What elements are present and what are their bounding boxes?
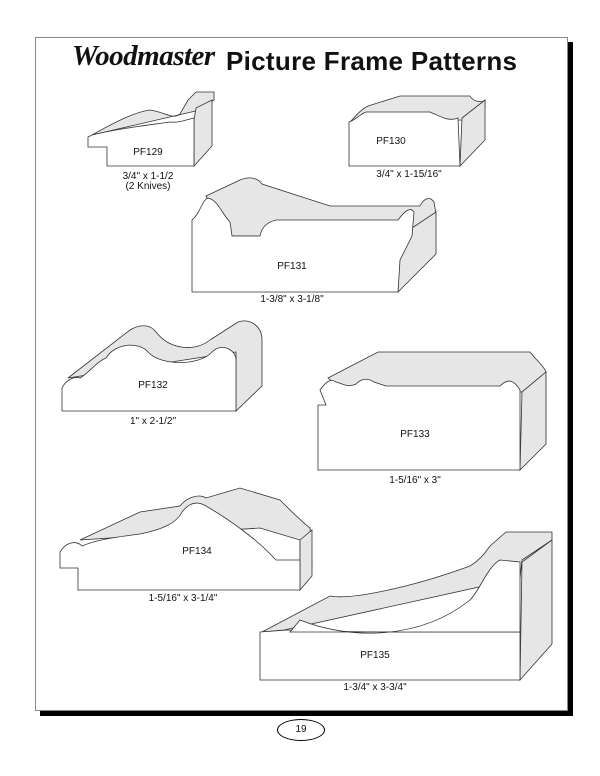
pattern-label-pf135: PF135 xyxy=(360,650,390,661)
pattern-size-pf131: 1-3/8" x 3-1/8" xyxy=(260,294,324,305)
pattern-label-pf130: PF130 xyxy=(376,136,406,147)
profile-pf129-drawing xyxy=(87,91,215,168)
profile-pf134-drawing xyxy=(59,487,313,592)
profile-pf135-drawing xyxy=(259,531,553,682)
profile-pf133-drawing xyxy=(317,351,547,471)
profile-pf130-drawing xyxy=(348,95,486,168)
pattern-size-pf129: 3/4" x 1-1/2 xyxy=(122,171,174,182)
profile-pf132-drawing xyxy=(61,320,263,412)
pattern-size-pf133: 1-5/16" x 3" xyxy=(389,475,441,486)
pattern-size-pf135: 1-3/4" x 3-3/4" xyxy=(343,682,407,693)
pattern-label-pf131: PF131 xyxy=(277,261,307,272)
pattern-label-pf134: PF134 xyxy=(182,546,212,557)
pattern-label-pf132: PF132 xyxy=(138,380,168,391)
brand-logo: Woodmaster xyxy=(72,40,215,72)
pattern-label-pf129: PF129 xyxy=(133,147,163,158)
pattern-size-pf130: 3/4" x 1-15/16" xyxy=(376,169,442,180)
page-title: Picture Frame Patterns xyxy=(226,46,518,76)
pattern-size-pf132: 1" x 2-1/2" xyxy=(129,416,177,427)
pattern-size-pf134: 1-5/16" x 3-1/4" xyxy=(148,593,218,604)
page-number: 19 xyxy=(277,719,325,741)
profile-pf131-drawing xyxy=(191,177,437,294)
pattern-note-pf129: (2 Knives) xyxy=(125,181,171,192)
pattern-label-pf133: PF133 xyxy=(400,429,430,440)
